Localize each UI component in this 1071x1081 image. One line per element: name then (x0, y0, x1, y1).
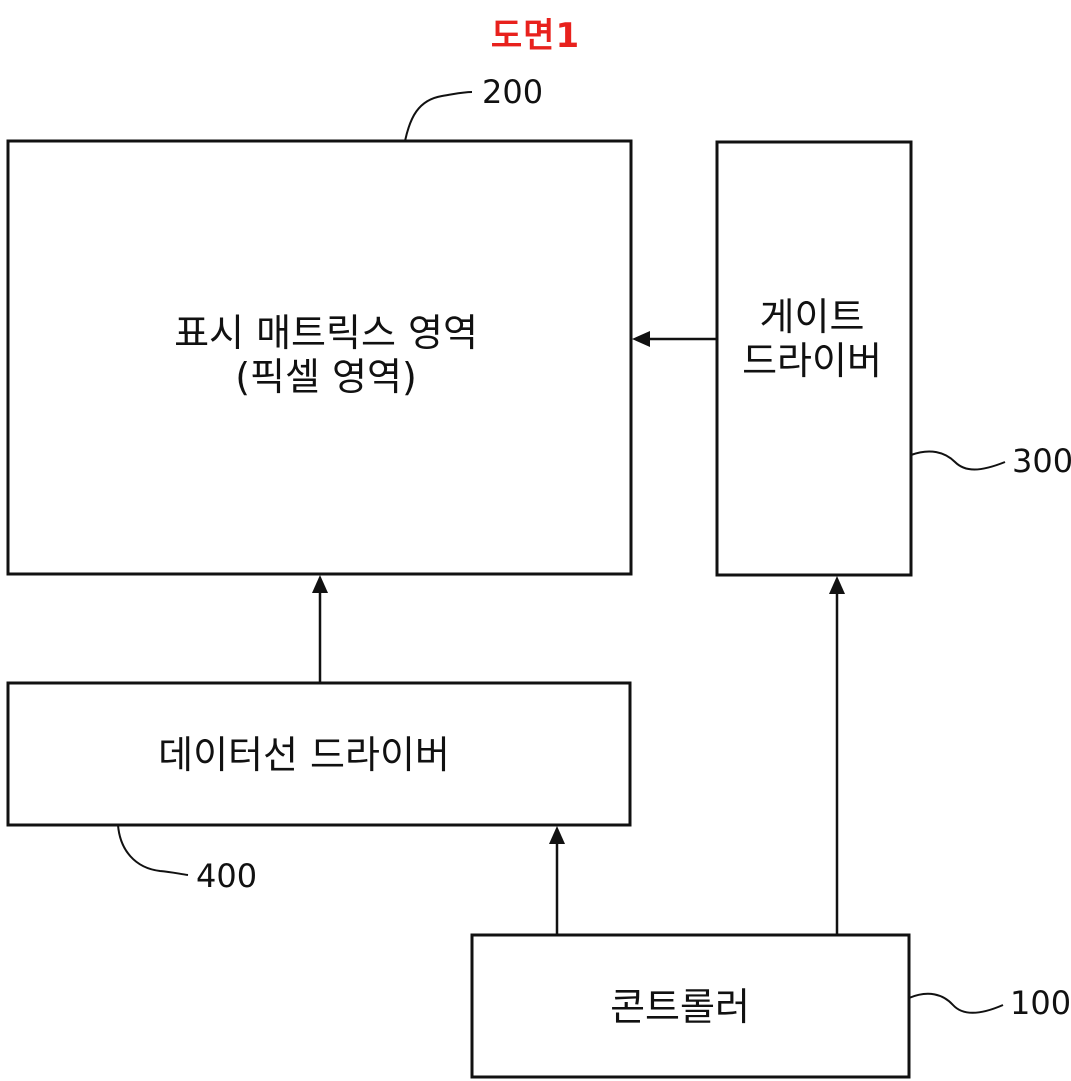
gate-driver-label-line2: 드라이버 (742, 339, 882, 383)
controller-ref-leader (909, 994, 1003, 1013)
data-driver-ref-leader (118, 825, 188, 875)
data-driver-block: 데이터선 드라이버 (8, 683, 630, 825)
display-ref-number: 200 (482, 73, 543, 111)
display-matrix-block: 표시 매트릭스 영역 (픽셀 영역) (8, 141, 631, 574)
data-driver-label: 데이터선 드라이버 (158, 733, 450, 777)
controller-ref-number: 100 (1010, 984, 1071, 1022)
data-driver-ref-number: 400 (196, 857, 257, 895)
gate-driver-ref-number: 300 (1012, 442, 1071, 480)
gate-to-display-arrowhead (632, 331, 650, 347)
display-ref-leader (405, 92, 472, 141)
controller-block: 콘트롤러 (472, 935, 909, 1077)
controller-to-data-arrowhead (549, 826, 565, 844)
display-matrix-label: 표시 매트릭스 영역 (174, 311, 478, 355)
gate-driver-label-line1: 게이트 (760, 295, 865, 339)
data-to-display-arrowhead (312, 575, 328, 593)
controller-to-gate-arrowhead (829, 576, 845, 594)
gate-driver-ref-leader (911, 451, 1005, 469)
pixel-area-label: (픽셀 영역) (235, 355, 417, 399)
controller-label: 콘트롤러 (610, 985, 750, 1029)
gate-driver-block: 게이트 드라이버 (717, 142, 911, 575)
